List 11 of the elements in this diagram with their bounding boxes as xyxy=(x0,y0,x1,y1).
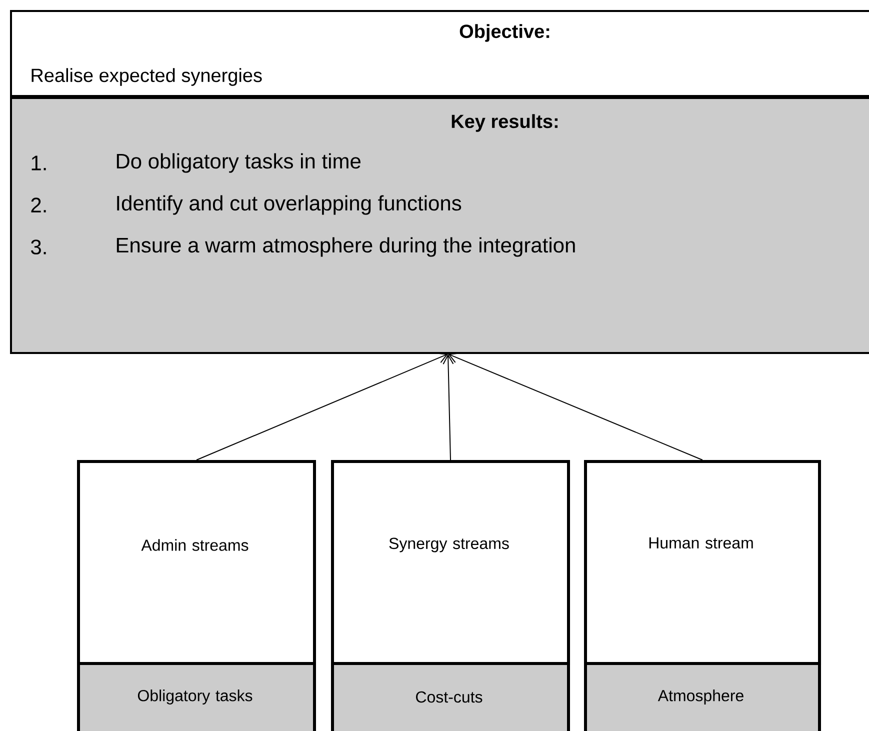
arrow xyxy=(196,352,448,460)
arrow xyxy=(448,352,703,460)
arrow xyxy=(442,354,454,460)
focus-box: Obligatory tasks xyxy=(77,662,316,731)
focus-box: Atmosphere xyxy=(584,662,821,731)
stream-box: Admin streams xyxy=(77,460,316,665)
stream-box: Human stream xyxy=(584,460,821,665)
focus-box: Cost-cuts xyxy=(331,662,570,731)
stream-box: Synergy streams xyxy=(331,460,570,665)
objective-box: Objective: Realise expected synergies xyxy=(10,10,869,99)
key-results-box: Key results: 1. Do obligatory tasks in time 2. Identify and cut overlapping functions 3. Ensure a warm atmosphere during the integration xyxy=(10,97,869,354)
